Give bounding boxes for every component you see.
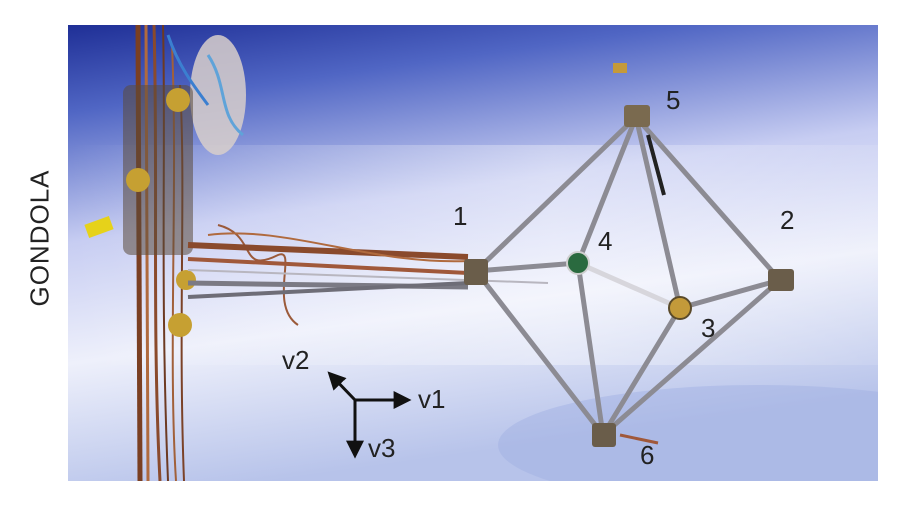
- sensor-frame: [473, 114, 783, 438]
- node-label-1: 1: [453, 201, 468, 231]
- node-label-3: 3: [701, 313, 716, 343]
- node-label-2: 2: [780, 205, 795, 235]
- axis-v2-arrow: [327, 371, 357, 402]
- gondola-structure: [84, 25, 299, 481]
- axis-triad: [327, 371, 412, 459]
- balloon-payload-photo: 1 2 3 4 5 6 v1 v2 v3: [68, 25, 878, 481]
- node-label-4: 4: [598, 226, 613, 256]
- sensor-nodes: [464, 63, 794, 447]
- axis-label-v3: v3: [368, 433, 396, 463]
- axis-label-v2: v2: [282, 345, 310, 375]
- node-label-5: 5: [666, 85, 681, 115]
- axis-label-v1: v1: [418, 384, 446, 414]
- node-label-6: 6: [640, 440, 655, 470]
- gondola-label: GONDOLA: [24, 169, 55, 307]
